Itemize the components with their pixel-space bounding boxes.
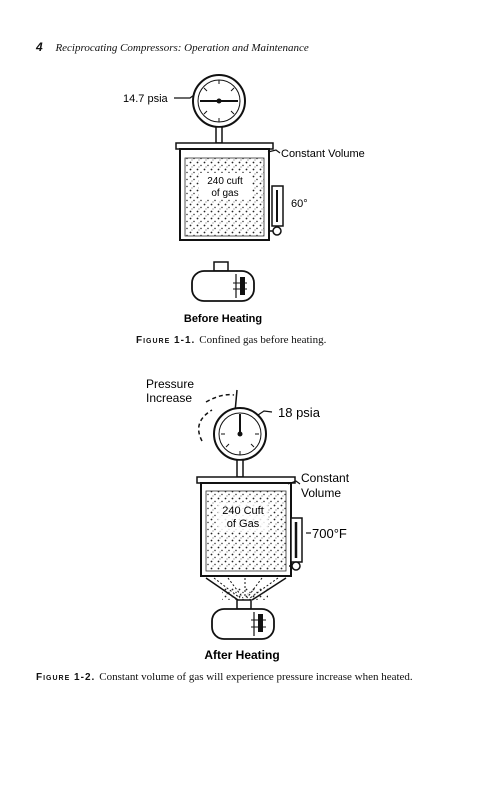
pressure-gauge-icon	[213, 407, 267, 478]
pressure-gauge-icon	[192, 74, 246, 144]
running-header: 4 Reciprocating Compressors: Operation a…	[36, 40, 309, 54]
pressure-increase-label-line1: Pressure	[146, 377, 194, 391]
temperature-label: 700°F	[312, 526, 347, 541]
gauge-reading-label: 18 psia	[278, 405, 321, 420]
running-title: Reciprocating Compressors: Operation and…	[55, 42, 309, 54]
burner-icon	[191, 261, 255, 302]
gas-container-icon	[196, 476, 296, 577]
page-number: 4	[36, 40, 43, 54]
temperature-label: 60°	[291, 198, 308, 210]
gas-volume-label-line2: of gas	[211, 188, 238, 199]
state-label: After Heating	[204, 648, 279, 662]
state-label: Before Heating	[184, 313, 262, 325]
gas-container-icon	[175, 142, 274, 241]
figure-1-2-caption: Figure 1-2.Constant volume of gas will e…	[36, 670, 456, 685]
gas-volume-label-line1: 240 Cuft	[222, 505, 264, 517]
constant-volume-label-line2: Volume	[301, 486, 341, 500]
figure-label: Figure 1-2.	[36, 672, 96, 683]
figure-1-1-caption: Figure 1-1.Confined gas before heating.	[136, 333, 326, 348]
gas-volume-label-line1: 240 cuft	[207, 176, 243, 187]
caption-text: Constant volume of gas will experience p…	[99, 671, 413, 683]
gas-volume-label-line2: of Gas	[227, 518, 260, 530]
thermometer-icon	[269, 185, 284, 236]
gauge-reading-label: 14.7 psia	[123, 93, 169, 105]
pressure-increase-label-line2: Increase	[146, 391, 192, 405]
figure-label: Figure 1-1.	[136, 335, 196, 346]
constant-volume-label-line1: Constant	[301, 471, 350, 485]
burner-icon	[211, 599, 275, 640]
constant-volume-label: Constant Volume	[281, 148, 365, 160]
thermometer-icon	[289, 517, 303, 571]
figure-1-2: Pressure Increase 18 psia 240 Cuft of G	[146, 377, 350, 662]
flame-icon	[205, 577, 287, 601]
caption-text: Confined gas before heating.	[199, 334, 327, 346]
figure-1-1: 14.7 psia 240 cuft of gas Constant Volum…	[123, 74, 365, 325]
